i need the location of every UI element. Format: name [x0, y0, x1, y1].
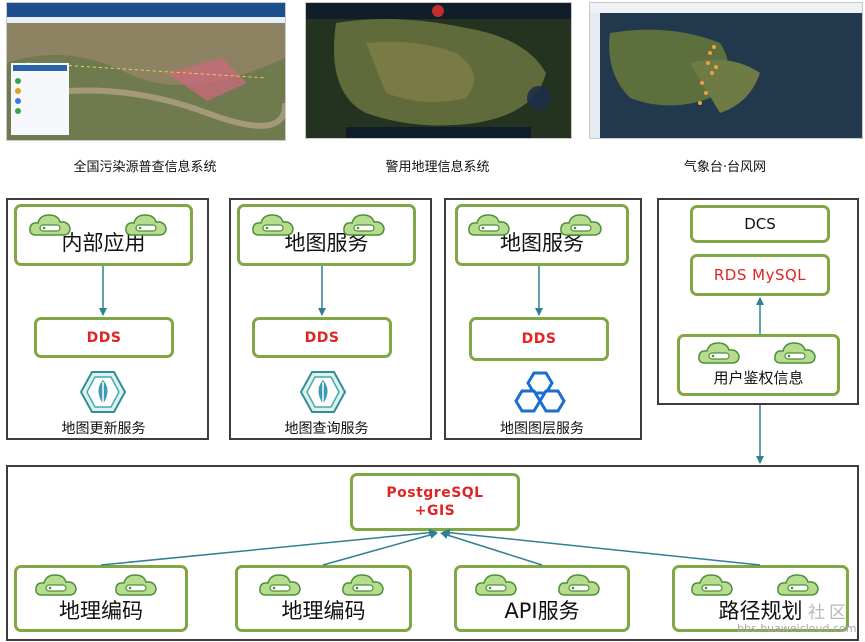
dcs-box: DCS [690, 205, 830, 243]
dds-box-3: DDS [469, 317, 609, 361]
leaf-hexagon-icon [79, 371, 127, 413]
cloud-server-icon [691, 574, 733, 596]
cloud-server-icon [35, 574, 77, 596]
watermark-community: 社区 [808, 603, 850, 623]
cloud-server-icon [342, 574, 384, 596]
postgresql-label: PostgreSQL [386, 485, 484, 501]
cloud-server-icon [560, 214, 602, 236]
caption-typhoon-web: 气象台·台风网 [683, 160, 767, 175]
leaf-hexagon-icon [299, 371, 347, 413]
cloud-server-icon [125, 214, 167, 236]
cloud-server-icon [343, 214, 385, 236]
hexagon-cluster-icon [514, 371, 566, 413]
arrow-api-to-db [440, 531, 543, 566]
dds-box-2: DDS [252, 317, 392, 358]
screenshot-typhoon-web [589, 2, 863, 139]
gis-label: +GIS [414, 503, 456, 519]
cloud-server-icon [115, 574, 157, 596]
map-layer-service-label: 地图图层服务 [500, 421, 584, 437]
caption-police-gis: 警用地理信息系统 [385, 160, 490, 175]
cloud-server-icon [252, 214, 294, 236]
watermark-url: bbs.huaweicloud.com [737, 622, 857, 635]
arrow-geocoding2-to-db [322, 531, 438, 566]
geocoding-box-1: 地理编码 [14, 565, 188, 632]
caption-pollution-system: 全国污染源普查信息系统 [73, 160, 217, 175]
cloud-server-icon [29, 214, 71, 236]
arrow-route-to-db [442, 528, 761, 566]
screenshot-pollution-system [6, 2, 286, 141]
geocoding-box-2: 地理编码 [235, 565, 412, 632]
satellite-map-image [7, 3, 285, 140]
cloud-server-icon [475, 574, 517, 596]
typhoon-map-image [590, 3, 862, 138]
route-planning-box: 路径规划 [672, 565, 849, 632]
api-service-box: API服务 [454, 565, 630, 632]
rds-mysql-box: RDS MySQL [690, 254, 830, 296]
cloud-server-icon [468, 214, 510, 236]
dds-box-1: DDS [34, 317, 174, 358]
arrow-geocoding1-to-db [100, 528, 437, 566]
map-update-service-label: 地图更新服务 [61, 421, 146, 437]
map-query-service-label: 地图查询服务 [284, 421, 369, 437]
cloud-server-icon [558, 574, 600, 596]
dark-map-image [306, 3, 571, 138]
user-auth-box: 用户鉴权信息 [677, 334, 840, 396]
cloud-server-icon [774, 342, 816, 364]
cloud-server-icon [777, 574, 819, 596]
screenshot-police-gis [305, 2, 572, 139]
cloud-server-icon [259, 574, 301, 596]
cloud-server-icon [698, 342, 740, 364]
